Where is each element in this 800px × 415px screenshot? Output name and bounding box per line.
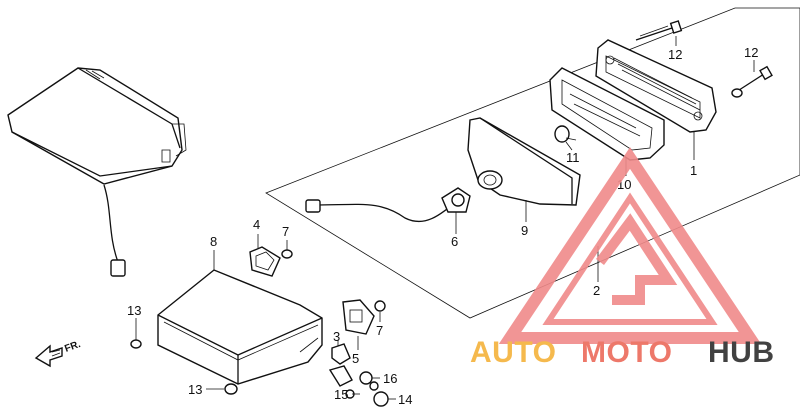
bulb-part-11 (554, 125, 577, 143)
leader-lines (135, 36, 755, 400)
watermark-auto: AUTO (470, 336, 556, 369)
hardware-parts-3-14-15-16 (328, 343, 389, 407)
grommet-part-7-upper (281, 249, 293, 259)
socket-part-5 (342, 299, 375, 335)
callout-13-lower: 13 (188, 382, 202, 397)
callout-1: 1 (690, 163, 697, 178)
housing-part-9 (467, 117, 581, 206)
callout-6: 6 (451, 234, 458, 249)
nut-part-13-lower (224, 383, 238, 395)
callout-16: 16 (383, 371, 397, 386)
nut-part-13-upper (130, 339, 142, 349)
callout-2: 2 (593, 283, 600, 298)
callout-7-lower: 7 (376, 323, 383, 338)
watermark-hub: HUB (708, 336, 775, 369)
front-direction-label: FR. (63, 339, 82, 355)
reflector-part-10 (549, 67, 665, 161)
callout-12-upper: 12 (668, 47, 682, 62)
watermark-moto: MOTO (581, 336, 672, 369)
front-direction-arrow: FR. (34, 339, 82, 368)
gasket-part-4 (249, 246, 281, 277)
wire-harness-part-6 (305, 187, 471, 223)
callout-11: 11 (566, 150, 580, 165)
callout-13-upper: 13 (127, 303, 141, 318)
callout-4: 4 (253, 217, 260, 232)
callout-12-lower: 12 (744, 45, 758, 60)
lens-part-1 (595, 39, 717, 133)
automotohub-watermark: AUTO MOTO HUB (470, 147, 775, 369)
installed-tail-light-assembly (7, 67, 187, 277)
exploded-view-frame (265, 7, 800, 319)
watermark-triangle-logo-icon (498, 147, 762, 344)
screw-part-12-lower (731, 65, 773, 98)
callout-8: 8 (210, 234, 217, 249)
callout-9: 9 (521, 223, 528, 238)
lens-part-8 (157, 269, 323, 385)
callout-15: 15 (334, 387, 348, 402)
screw-part-12-upper (635, 20, 683, 41)
callout-3: 3 (333, 329, 340, 344)
callout-7-upper: 7 (282, 224, 289, 239)
grommet-part-7-lower (374, 300, 386, 312)
callout-14: 14 (398, 392, 412, 407)
callout-5: 5 (352, 351, 359, 366)
